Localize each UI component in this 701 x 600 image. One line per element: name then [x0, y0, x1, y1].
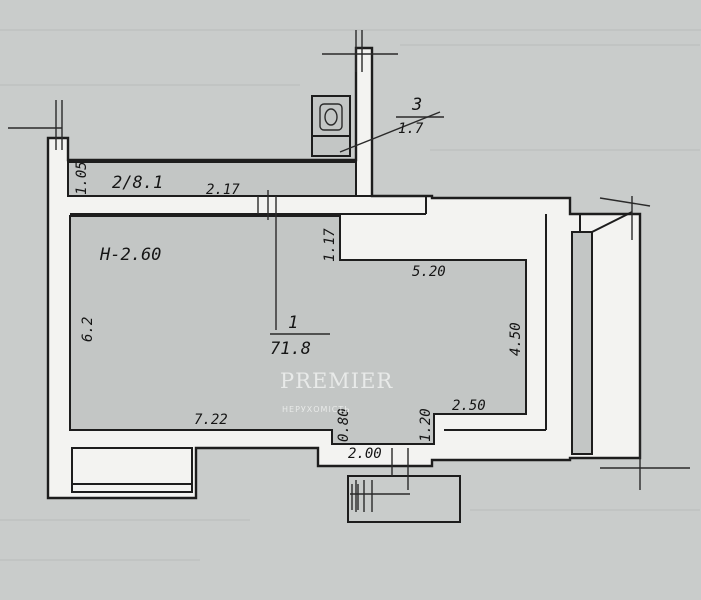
ceiling-height: H-2.60: [99, 245, 161, 265]
room-1: [70, 216, 526, 444]
dim-bottom-right-width: 2.50: [452, 398, 486, 414]
dim-right-height: 4.50: [508, 322, 524, 356]
construction-lines: [8, 30, 690, 510]
room-3-number: 3: [411, 95, 422, 115]
dim-step-height: 1.17: [322, 228, 338, 262]
room-1-area: 71.8: [270, 339, 311, 359]
dim-inner-top-width: 5.20: [412, 264, 446, 280]
room-3: [312, 96, 350, 156]
toilet-icon: [319, 103, 343, 131]
background-noise: [0, 29, 701, 561]
dim-notch-height-right: 1.20: [418, 408, 434, 442]
watermark-subtitle: НЕРУХОМІСТЬ: [282, 405, 351, 414]
watermark: PREMIER НЕРУХОМІСТЬ: [280, 369, 393, 414]
dim-entrance-width: 2.00: [348, 446, 382, 462]
room-2-label: 2/8.1: [112, 173, 163, 193]
dim-left-height: 6.2: [80, 317, 96, 342]
dim-partition-width: 2.17: [206, 182, 240, 198]
dim-top-corridor-height: 1.05: [74, 161, 90, 195]
plan-labels: 1.05 2/8.1 2.17 3 1.7 1.17 H-2.60 5.20 6…: [74, 95, 524, 462]
dim-notch-height-left: 0.80: [336, 408, 352, 442]
dim-bottom-left-width: 7.22: [194, 412, 228, 428]
right-corridor: [572, 232, 592, 454]
watermark-brand: PREMIER: [280, 369, 393, 393]
room-3-area: 1.7: [398, 121, 424, 137]
room-2: [68, 162, 356, 196]
room-1-number: 1: [288, 313, 298, 333]
inner-walls: [67, 95, 633, 523]
